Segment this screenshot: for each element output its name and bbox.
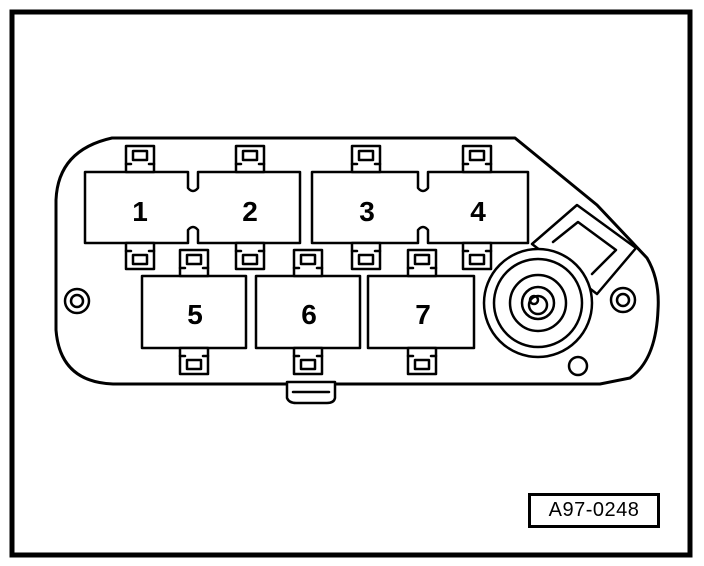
relay-clip xyxy=(292,346,324,376)
relay-clip xyxy=(461,144,493,174)
relay-clip xyxy=(350,144,382,174)
relay-block-3-4 xyxy=(310,170,530,245)
relay-clip xyxy=(178,248,210,278)
relay-clip xyxy=(234,144,266,174)
relay-clip xyxy=(292,248,324,278)
relay-clips xyxy=(124,144,493,376)
slot-label-2: 2 xyxy=(242,196,258,227)
slot-label-7: 7 xyxy=(415,299,431,330)
relay-clip xyxy=(124,144,156,174)
relay-clip xyxy=(406,346,438,376)
relay-clip xyxy=(406,248,438,278)
small-hole xyxy=(567,355,589,377)
relay-clip xyxy=(234,241,266,271)
relay-clip xyxy=(178,346,210,376)
slot-label-6: 6 xyxy=(301,299,317,330)
slot-label-4: 4 xyxy=(470,196,486,227)
relay-clip xyxy=(124,241,156,271)
slot-label-5: 5 xyxy=(187,299,203,330)
relay-block-1-2 xyxy=(83,170,302,245)
relay-clip xyxy=(461,241,493,271)
relay-socket-7 xyxy=(366,274,476,350)
reference-code-label: A97-0248 xyxy=(528,493,660,528)
relay-socket-6 xyxy=(254,274,362,350)
mounting-hole-left xyxy=(63,287,91,315)
slot-label-3: 3 xyxy=(359,196,375,227)
mounting-hole-right xyxy=(609,286,637,314)
relay-clip xyxy=(350,241,382,271)
slot-label-1: 1 xyxy=(132,196,148,227)
rotary-connector xyxy=(482,203,638,359)
